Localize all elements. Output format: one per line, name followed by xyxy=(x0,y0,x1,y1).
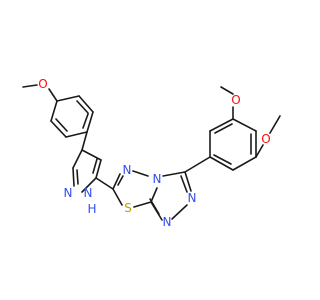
molecule-structure: O O O N N N N S N N H xyxy=(0,0,300,300)
bond xyxy=(132,170,149,177)
oxygen-atom-right: O xyxy=(261,132,270,146)
bond xyxy=(81,131,88,151)
bond xyxy=(184,156,211,173)
bond xyxy=(209,156,234,171)
bond xyxy=(81,177,97,193)
bond xyxy=(180,175,188,193)
bond xyxy=(65,131,88,138)
bond xyxy=(269,115,281,134)
canvas-background xyxy=(0,0,300,300)
bond xyxy=(56,95,80,102)
bond xyxy=(171,204,188,220)
bond xyxy=(184,171,192,192)
bond xyxy=(117,175,124,186)
bond xyxy=(162,171,186,177)
bond xyxy=(86,111,94,133)
oxygen-atom-left: O xyxy=(38,77,47,91)
bond xyxy=(95,159,102,179)
bond xyxy=(82,113,89,129)
bond xyxy=(48,88,58,102)
bond xyxy=(50,100,58,122)
bond xyxy=(72,167,75,187)
nitrogen-atom-triazole-lower: N xyxy=(163,215,172,229)
bond xyxy=(150,187,158,203)
bond-layer xyxy=(22,84,281,221)
bond xyxy=(22,84,38,88)
nitrogen-atom-triazole-upper: N xyxy=(188,191,197,205)
bond xyxy=(133,201,152,208)
bond xyxy=(72,149,83,169)
bond xyxy=(214,123,233,134)
bond xyxy=(76,169,79,185)
sulfur-atom: S xyxy=(124,201,132,215)
atom-label-layer: O O O N N N N S N N H xyxy=(38,77,270,229)
oxygen-atom-top: O xyxy=(231,93,240,107)
nitrogen-atom-thiadiazole: N xyxy=(123,163,132,177)
bond xyxy=(112,188,123,206)
bond xyxy=(76,100,89,114)
bond xyxy=(255,144,264,158)
nitrogen-atom-pyrazole-nh: N xyxy=(84,186,93,200)
bond xyxy=(81,149,102,161)
bond xyxy=(232,156,257,171)
bond xyxy=(78,95,94,113)
bond xyxy=(95,177,114,190)
bond xyxy=(209,118,234,132)
bond xyxy=(50,120,67,138)
hydrogen-atom-pyrazole-nh: H xyxy=(87,202,96,216)
bond xyxy=(92,158,98,174)
nitrogen-atom-triazole-bridge: N xyxy=(153,172,162,186)
bond xyxy=(232,118,257,132)
bond xyxy=(213,154,232,165)
bond xyxy=(112,173,121,190)
bond xyxy=(55,118,68,132)
bond xyxy=(220,86,234,95)
nitrogen-atom-pyrazole: N xyxy=(64,186,73,200)
